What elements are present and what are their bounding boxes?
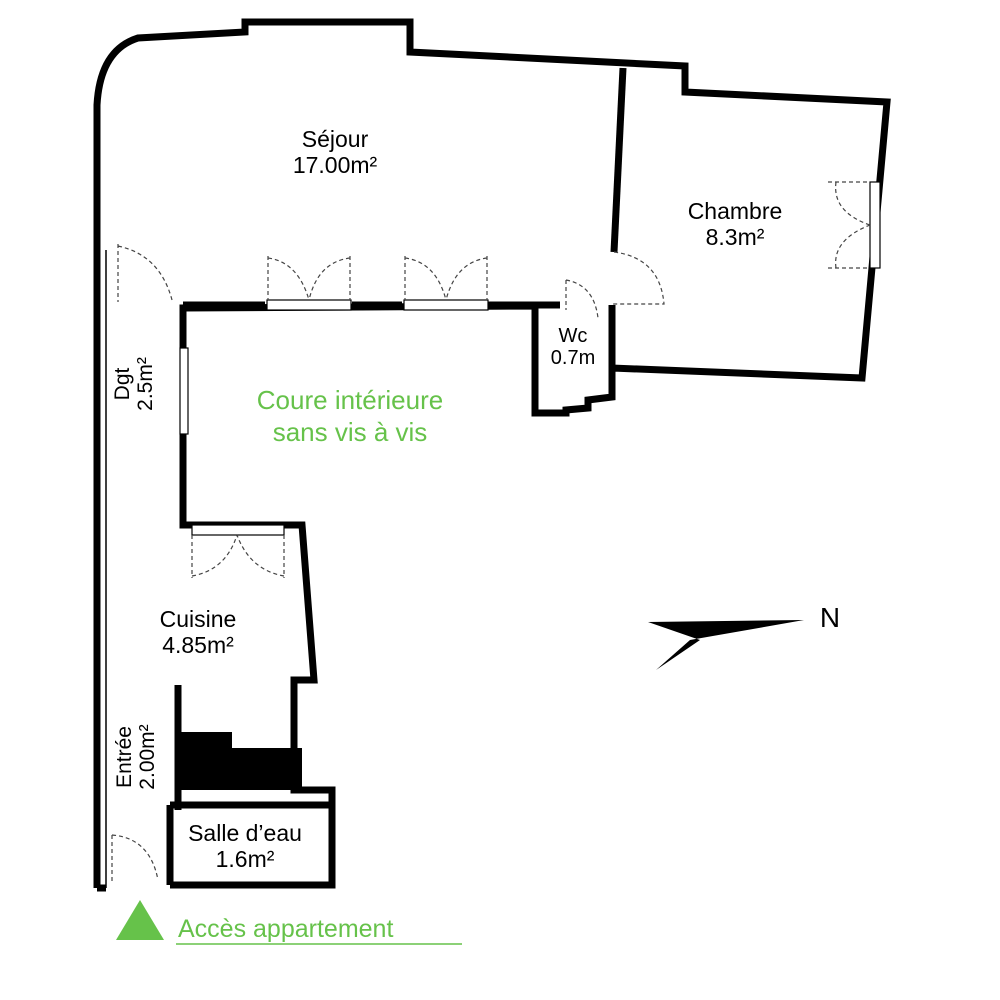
door-arc-cuisine [191, 534, 285, 578]
entree-name: Entrée [113, 726, 136, 788]
sejour-label: Séjour 17.00m² [250, 126, 420, 178]
partition-wall-chambre [610, 67, 627, 253]
entree-label: Entrée 2.00m² [113, 702, 161, 812]
dgt-name: Dgt [111, 367, 134, 401]
door-arc-entry [111, 834, 159, 884]
door-arc-chambre-window [828, 181, 871, 269]
window-chambre [869, 181, 881, 269]
door-arc-chambre [612, 251, 665, 305]
chambre-name: Chambre [687, 198, 783, 224]
sejour-area: 17.00m² [292, 152, 378, 178]
courtyard-line2: sans vis à vis [272, 417, 428, 447]
wc-label: Wc 0.7m [536, 325, 610, 369]
salle-deau-name: Salle d’eau [188, 820, 302, 846]
wc-area: 0.7m [550, 347, 596, 369]
door-arc-wc [565, 279, 599, 319]
door-arc-sejour-1 [267, 256, 351, 301]
wc-name: Wc [558, 325, 588, 347]
cuisine-area: 4.85m² [162, 632, 234, 658]
courtyard-line1: Coure intérieure [256, 385, 444, 415]
cuisine-name: Cuisine [159, 606, 237, 632]
compass-label: N [819, 602, 841, 633]
window-sejour-2 [403, 299, 489, 311]
chambre-area: 8.3m² [705, 224, 765, 250]
cuisine-label: Cuisine 4.85m² [118, 606, 278, 658]
dark-block [178, 732, 302, 790]
access-label: Accès appartement [178, 915, 394, 943]
window-cuisine [191, 524, 285, 536]
access-triangle-icon [116, 900, 164, 940]
chambre-label: Chambre 8.3m² [650, 198, 820, 250]
window-dgt [179, 347, 189, 435]
entree-area: 2.00m² [136, 724, 159, 790]
north-arrow-icon [648, 620, 804, 670]
salle-deau-area: 1.6m² [215, 846, 275, 872]
door-arc-sejour-2 [404, 256, 488, 301]
dgt-label: Dgt 2.5m² [111, 329, 159, 439]
dgt-area: 2.5m² [134, 357, 157, 411]
window-sejour-1 [266, 299, 352, 311]
sejour-name: Séjour [301, 126, 369, 152]
door-arc-dgt [117, 244, 173, 302]
salle-deau-label: Salle d’eau 1.6m² [160, 820, 330, 872]
courtyard-label: Coure intérieure sans vis à vis [200, 384, 500, 448]
